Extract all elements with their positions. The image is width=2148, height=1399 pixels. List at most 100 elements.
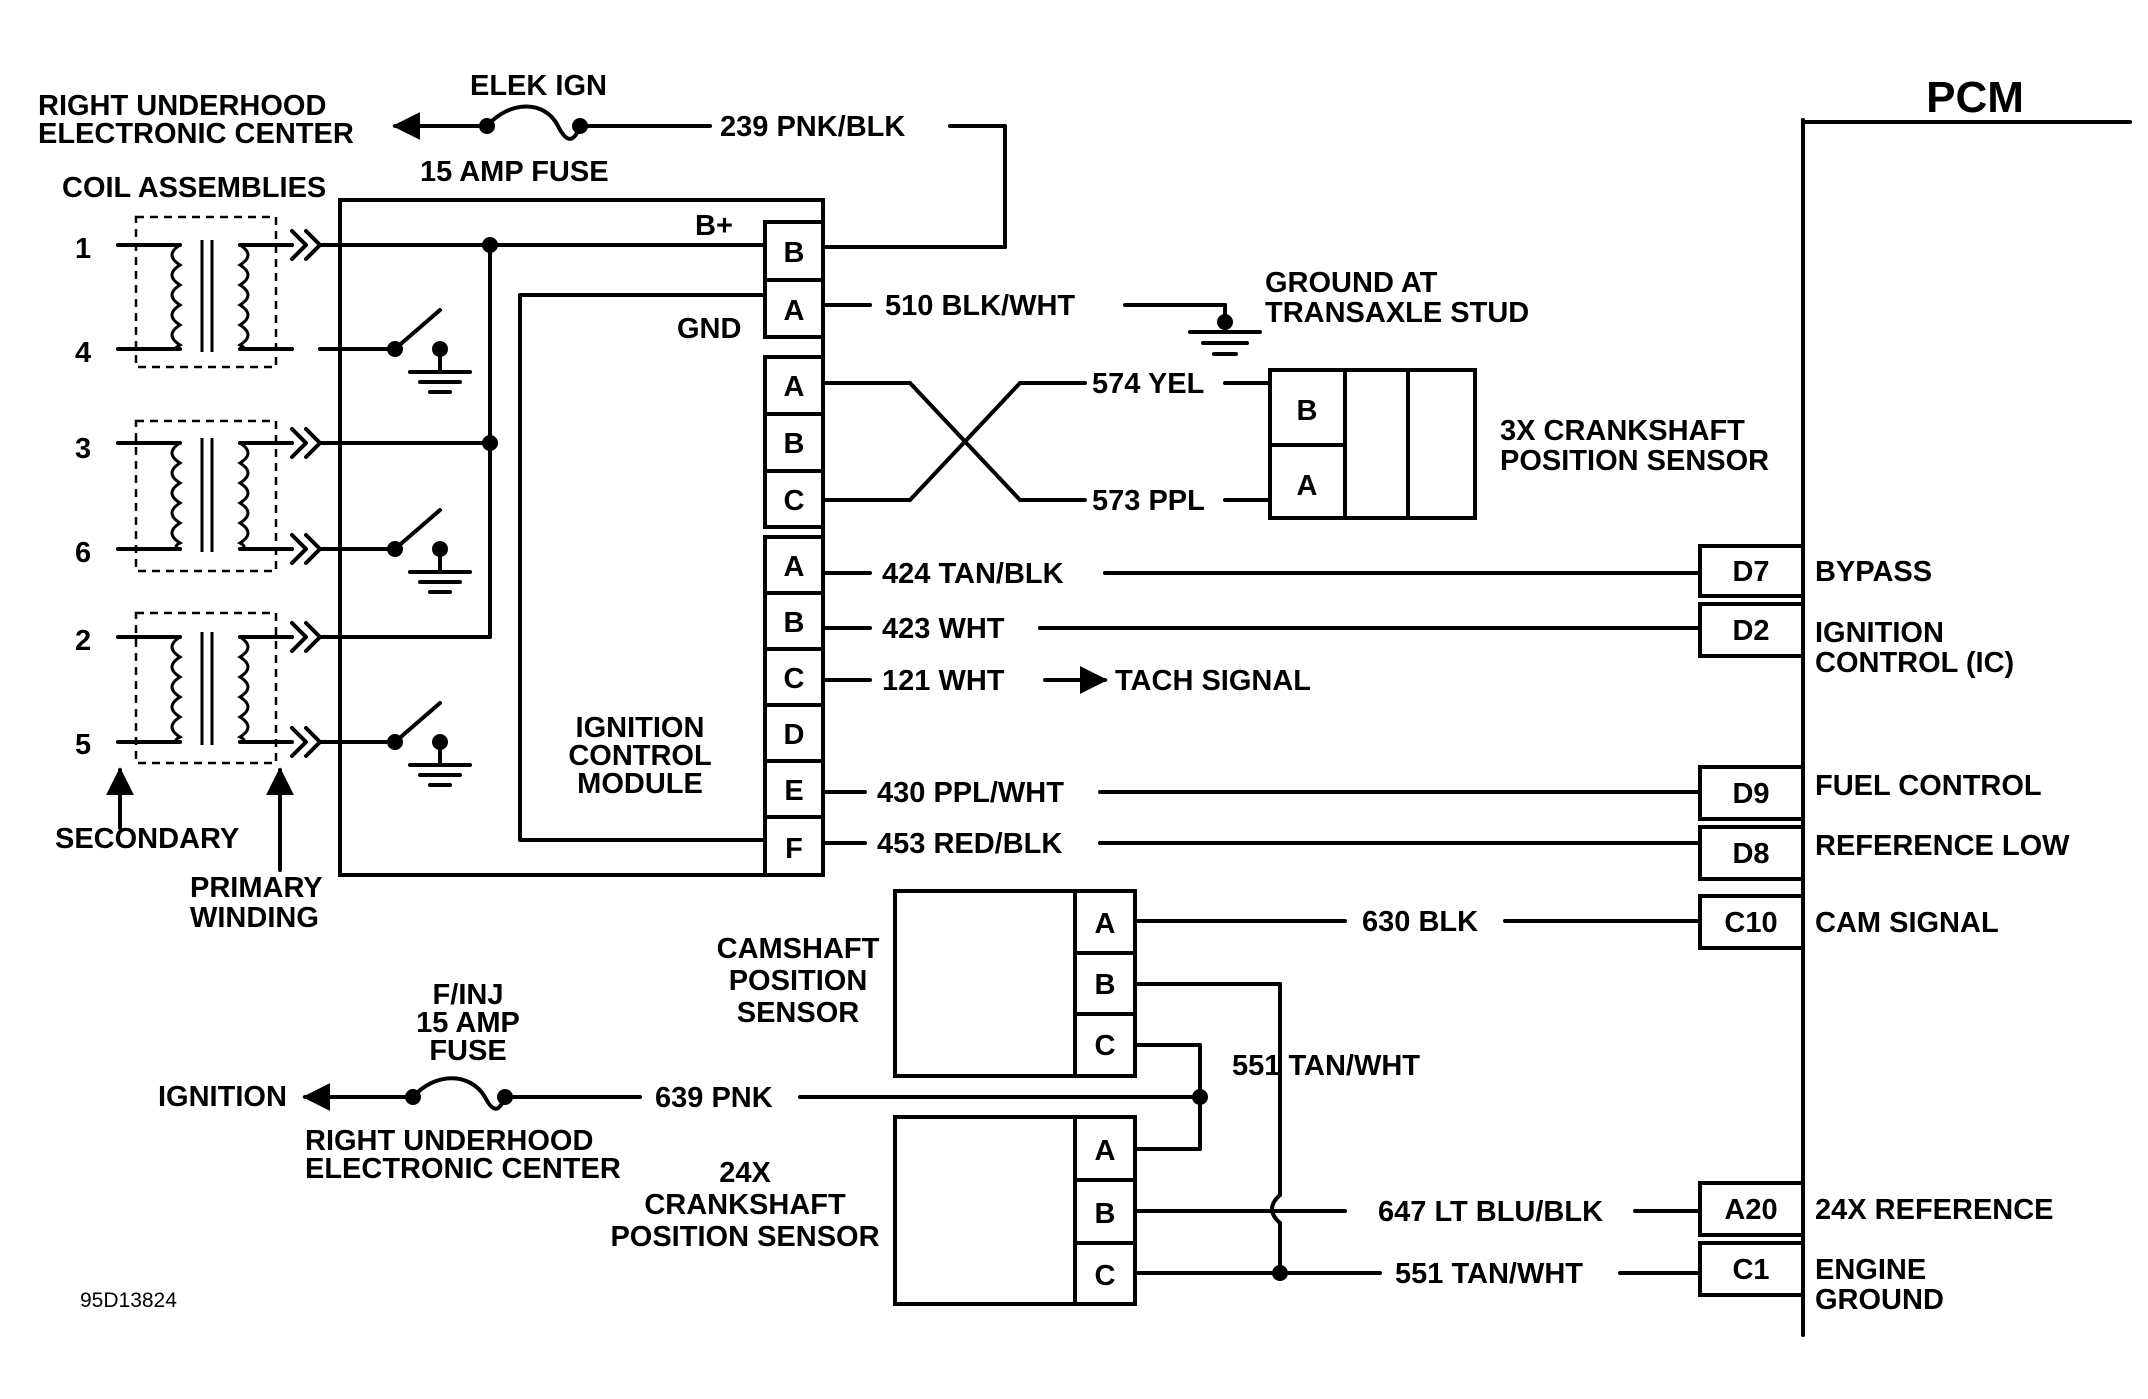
icm-pin-a-3x: A: [784, 371, 805, 403]
top-underhood-line1: RIGHT UNDERHOOD: [38, 90, 326, 122]
pcm-connector-d8: D8 REFERENCE LOW: [1698, 825, 2070, 881]
icm-pin-f-sig: F: [785, 833, 803, 865]
crank-24x-pin-c: C: [1095, 1260, 1116, 1292]
pcm-pin-d8: D8: [1732, 838, 1769, 870]
cam-name-line2: POSITION: [729, 965, 868, 997]
wire-647-label: 647 LT BLU/BLK: [1378, 1196, 1603, 1228]
figure-code: 95D13824: [80, 1289, 177, 1312]
coil-assemblies: COIL ASSEMBLIES 1 4 3 6 2 5: [55, 172, 326, 934]
elek-ign-label: ELEK IGN: [470, 70, 607, 102]
icm-connector-signals: A B C D E F: [763, 535, 825, 877]
icm-name-line1: IGNITION: [576, 712, 705, 744]
crank-3x-sensor: B A 3X CRANKSHAFT POSITION SENSOR: [1268, 368, 1769, 520]
icm-connector-power: B A: [763, 220, 825, 339]
crank-3x-name-line1: 3X CRANKSHAFT: [1500, 415, 1745, 447]
ground-at-line2: TRANSAXLE STUD: [1265, 297, 1529, 329]
transaxle-ground: 510 BLK/WHT GROUND AT TRANSAXLE STUD: [821, 267, 1529, 356]
finj-underhood-line1: RIGHT UNDERHOOD: [305, 1125, 593, 1157]
pcm-connector-d9: D9 FUEL CONTROL: [1698, 765, 2042, 821]
icm-name-line3: MODULE: [577, 768, 703, 800]
wire-430-label: 430 PPL/WHT: [877, 777, 1064, 809]
pcm-label-cam-signal: CAM SIGNAL: [1815, 907, 1999, 939]
wire-639-label: 639 PNK: [655, 1082, 773, 1114]
coil-terminal-6: 6: [75, 537, 91, 569]
pcm-label-bypass: BYPASS: [1815, 556, 1932, 588]
ground-at-line1: GROUND AT: [1265, 267, 1438, 299]
icm-pin-b-3x: B: [784, 428, 805, 460]
icm-switch-4: [318, 308, 472, 394]
icm-pin-c-sig: C: [784, 663, 805, 695]
crank-24x-name-line1: 24X: [719, 1157, 771, 1189]
top-underhood-line2: ELECTRONIC CENTER: [38, 118, 354, 150]
icm-pin-c-3x: C: [784, 485, 805, 517]
wire-423-label: 423 WHT: [882, 613, 1005, 645]
camshaft-sensor: A B C CAMSHAFT POSITION SENSOR: [717, 889, 1137, 1078]
icm-switch-5: [318, 701, 472, 787]
pcm-title: PCM: [1926, 73, 2024, 122]
pcm-label-ground: GROUND: [1815, 1284, 1944, 1316]
pcm-pin-c1: C1: [1732, 1254, 1769, 1286]
finj-fuse-line2: 15 AMP: [416, 1007, 520, 1039]
crank-24x-sensor: A B C 24X CRANKSHAFT POSITION SENSOR: [610, 1115, 1137, 1306]
finj-fuse-line1: F/INJ: [433, 979, 504, 1011]
coil-terminal-4: 4: [75, 337, 91, 369]
cam-name-line3: SENSOR: [737, 997, 860, 1029]
icm-gnd-label: GND: [677, 313, 741, 345]
tach-signal-label: TACH SIGNAL: [1115, 665, 1311, 697]
sensor-wiring: 630 BLK 551 TAN/WHT 647 LT BLU/BLK 551 T…: [798, 906, 1702, 1290]
icm-pin-a-sig: A: [784, 551, 805, 583]
crank-24x-pin-a: A: [1095, 1135, 1116, 1167]
coil-assemblies-title: COIL ASSEMBLIES: [62, 172, 326, 204]
secondary-label: SECONDARY: [55, 823, 239, 855]
wire-424-label: 424 TAN/BLK: [882, 558, 1064, 590]
wire-574-label: 574 YEL: [1092, 368, 1204, 400]
finj-underhood-line2: ELECTRONIC CENTER: [305, 1153, 621, 1185]
coil-terminal-5: 5: [75, 729, 91, 761]
wire-573-label: 573 PPL: [1092, 485, 1205, 517]
icm-pin-d-sig: D: [784, 719, 805, 751]
icm-pin-a-gnd: A: [784, 295, 805, 327]
pcm-label-fuel-control: FUEL CONTROL: [1815, 770, 2042, 802]
crank-24x-name-line3: POSITION SENSOR: [610, 1221, 879, 1253]
pcm-label-control-ic: CONTROL (IC): [1815, 647, 2014, 679]
pcm-pin-d7: D7: [1732, 556, 1769, 588]
pcm-label-reference-low: REFERENCE LOW: [1815, 830, 2070, 862]
coil-1-4: [116, 215, 322, 369]
signal-wires: 424 TAN/BLK 423 WHT 121 WHT TACH SIGNAL …: [821, 558, 1702, 860]
elek-ign-fuse-icon: [485, 104, 582, 141]
finj-fuse-icon: [411, 1076, 507, 1111]
icm-pin-b-sig: B: [784, 607, 805, 639]
coil-terminal-3: 3: [75, 433, 91, 465]
crank-3x-pin-a: A: [1297, 470, 1318, 502]
cam-name-line1: CAMSHAFT: [717, 933, 880, 965]
wire-630-label: 630 BLK: [1362, 906, 1478, 938]
wire-551-upper-label: 551 TAN/WHT: [1232, 1050, 1420, 1082]
pcm-label-24x-reference: 24X REFERENCE: [1815, 1194, 2054, 1226]
pcm-connector-d2: D2 IGNITION CONTROL (IC): [1698, 602, 2014, 679]
pcm-connector-c1: C1 ENGINE GROUND: [1698, 1241, 1944, 1316]
icm-switch-6: [318, 508, 472, 594]
icm-bplus-label: B+: [695, 210, 733, 242]
feed-wire-label: 239 PNK/BLK: [720, 111, 905, 143]
finj-fuse-line3: FUSE: [429, 1035, 506, 1067]
finj-feed: F/INJ 15 AMP FUSE IGNITION 639 PNK RIGHT…: [158, 979, 773, 1185]
pcm-pin-c10: C10: [1724, 907, 1777, 939]
cam-pin-a: A: [1095, 908, 1116, 940]
crank-24x-name-line2: CRANKSHAFT: [644, 1189, 846, 1221]
wire-453-label: 453 RED/BLK: [877, 828, 1062, 860]
coil-2-5: [116, 611, 322, 765]
wire-551-lower-label: 551 TAN/WHT: [1395, 1258, 1583, 1290]
top-feed: RIGHT UNDERHOOD ELECTRONIC CENTER ELEK I…: [38, 70, 1007, 249]
pcm-pin-a20: A20: [1724, 1194, 1777, 1226]
pcm-connector-c10: C10 CAM SIGNAL: [1698, 894, 1999, 950]
cam-pin-b: B: [1095, 969, 1116, 1001]
crank-24x-pin-b: B: [1095, 1198, 1116, 1230]
pcm-connector-d7: D7 BYPASS: [1698, 544, 1932, 598]
winding-label: WINDING: [190, 902, 319, 934]
pcm-pin-d9: D9: [1732, 778, 1769, 810]
finj-ignition-label: IGNITION: [158, 1081, 287, 1113]
pcm-connector-a20: A20 24X REFERENCE: [1698, 1181, 2054, 1237]
crank-3x-name-line2: POSITION SENSOR: [1500, 445, 1769, 477]
coil-terminal-1: 1: [75, 233, 91, 265]
crank-3x-pin-b: B: [1297, 395, 1318, 427]
